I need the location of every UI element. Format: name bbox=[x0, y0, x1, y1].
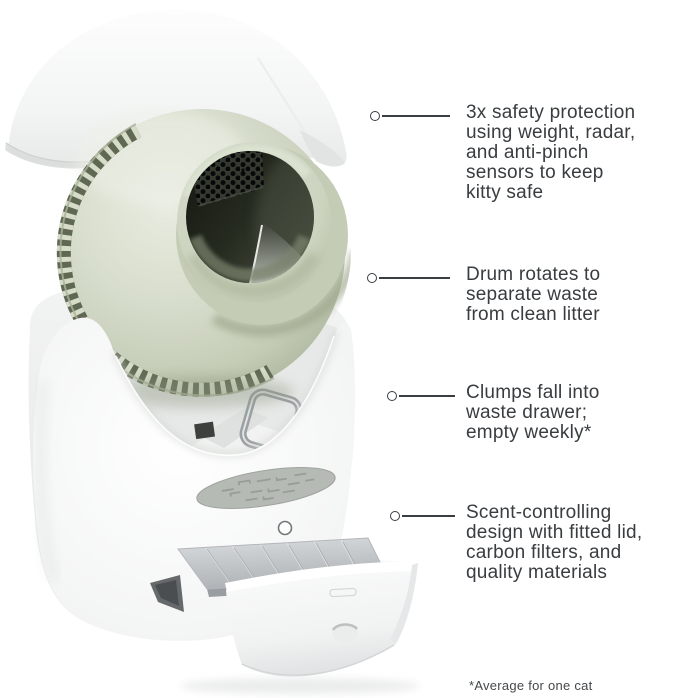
brand-stamp bbox=[329, 587, 357, 598]
callout-text-safety: 3x safety protection using weight, radar… bbox=[466, 102, 636, 203]
callout-line bbox=[382, 115, 450, 117]
callout-marker bbox=[390, 511, 400, 521]
drum bbox=[56, 109, 351, 408]
callout-line bbox=[379, 277, 450, 279]
step-pedal bbox=[196, 467, 336, 509]
callout-line bbox=[399, 395, 455, 397]
callout-text-drum: Drum rotates to separate waste from clea… bbox=[466, 264, 601, 325]
waste-drawer bbox=[150, 537, 420, 694]
status-light bbox=[277, 520, 293, 536]
litter-box-illustration bbox=[5, 9, 420, 694]
drawer-handle bbox=[331, 623, 358, 642]
callout-text-scent: Scent-controlling design with fitted lid… bbox=[466, 502, 643, 583]
footnote-average-per-cat: *Average for one cat bbox=[469, 678, 593, 693]
callout-marker bbox=[387, 391, 397, 401]
callout-text-waste-drawer: Clumps fall into waste drawer; empty wee… bbox=[466, 382, 600, 443]
callout-marker bbox=[370, 111, 380, 121]
callout-marker bbox=[367, 273, 377, 283]
callout-line bbox=[402, 515, 455, 517]
